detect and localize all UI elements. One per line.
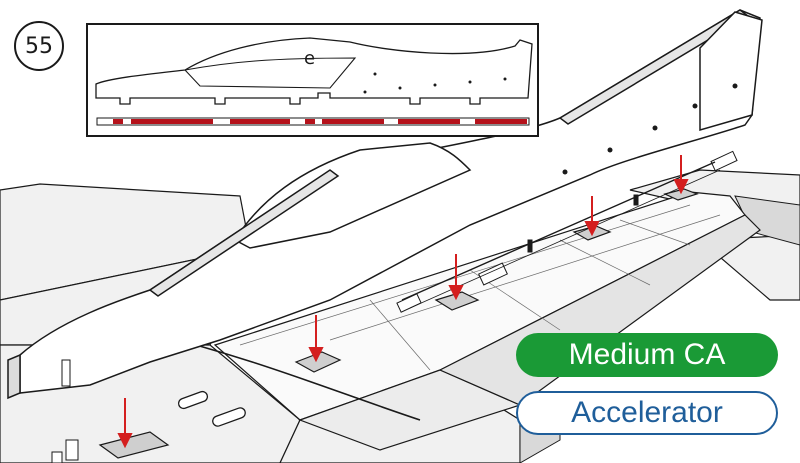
glue-label-badge: Medium CA xyxy=(516,333,778,377)
accelerator-label-badge: Accelerator xyxy=(516,391,778,435)
step-number-badge: 55 xyxy=(14,21,64,71)
floor-slots xyxy=(98,188,699,459)
part-letter-label: e xyxy=(304,48,316,69)
fuselage-side-part xyxy=(7,9,761,400)
glue-arrow-icon xyxy=(584,221,600,237)
glue-arrows xyxy=(117,155,689,449)
servo-hardware xyxy=(396,150,738,313)
glue-arrow-icon xyxy=(448,285,464,301)
glue-arrow-icon xyxy=(308,347,324,363)
glue-arrow-icon xyxy=(673,179,689,195)
glue-arrow-icon xyxy=(117,433,133,449)
inset-detail xyxy=(86,23,539,137)
